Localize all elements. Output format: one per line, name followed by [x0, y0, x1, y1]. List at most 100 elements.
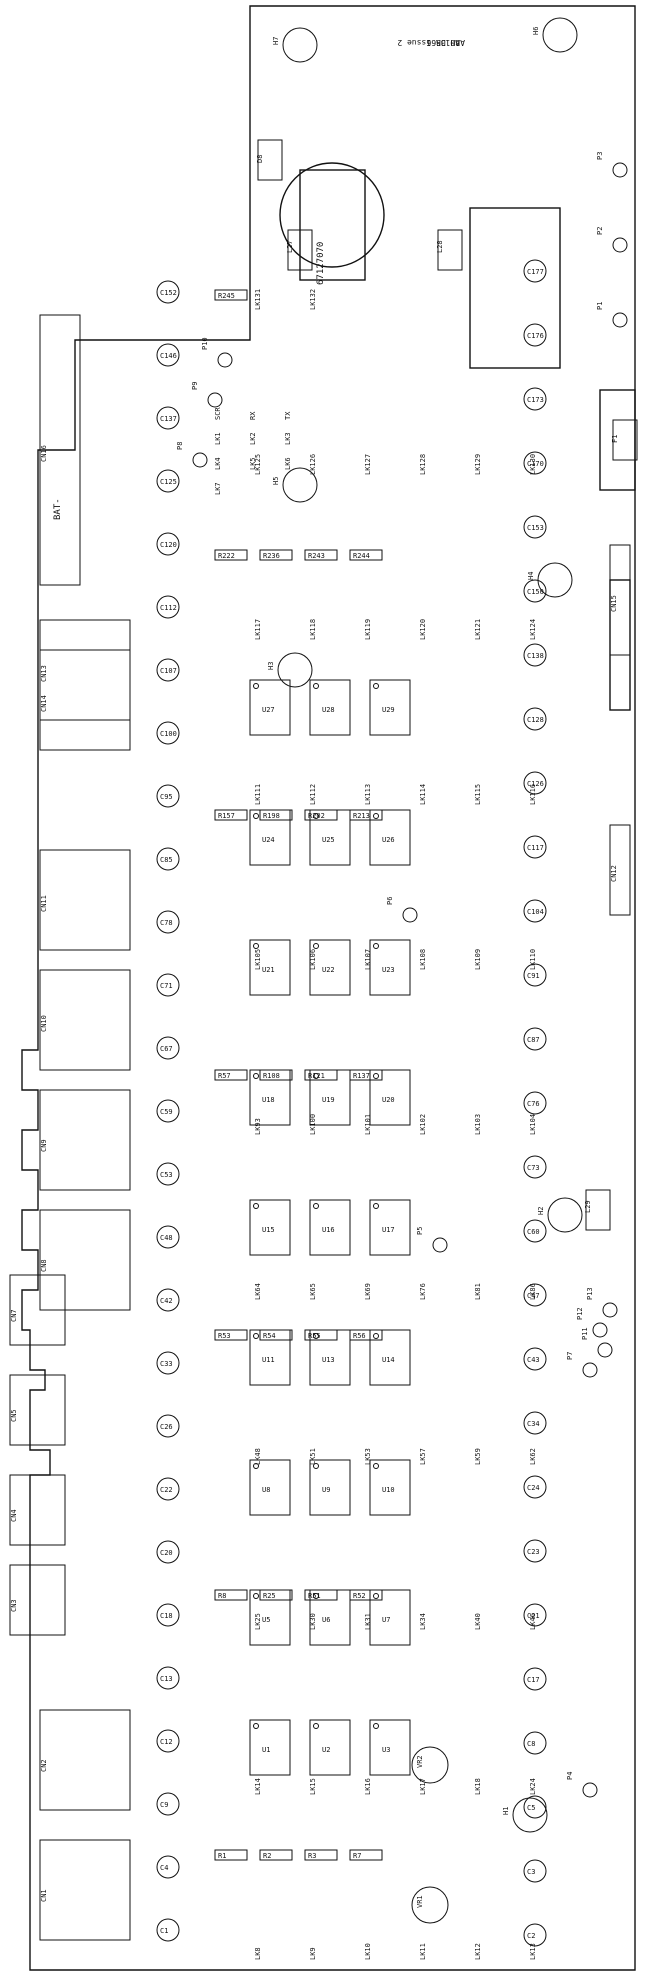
ic-outline — [309, 679, 351, 736]
link-label: LK59 — [474, 1448, 482, 1465]
capacitor-outline — [156, 658, 180, 682]
ic-pin1-marker — [373, 1593, 379, 1599]
resistor-outline — [304, 809, 338, 821]
capacitor-label: C138 — [527, 652, 544, 660]
mounting-hole-label: H3 — [267, 662, 275, 670]
relay-label: VR2 — [416, 1755, 424, 1768]
resistor-outline — [304, 1849, 338, 1861]
connector-label: CN9 — [40, 1139, 48, 1152]
capacitor-outline — [523, 1155, 547, 1179]
ic-outline — [309, 939, 351, 996]
ic-pin1-marker — [253, 1333, 259, 1339]
capacitor-label: C26 — [160, 1423, 173, 1431]
link-label: LK127 — [364, 454, 372, 475]
relay-outline — [287, 229, 313, 271]
connector-outline — [39, 969, 131, 1071]
link-label: LK13 — [529, 1943, 537, 1960]
link-label: LK106 — [309, 949, 317, 970]
capacitor-label: C4 — [160, 1864, 168, 1872]
capacitor-label: C1 — [160, 1927, 168, 1935]
capacitor-outline — [523, 1539, 547, 1563]
capacitor-outline — [156, 406, 180, 430]
link-label: LK129 — [474, 454, 482, 475]
relay-label: D8 — [256, 155, 264, 163]
capacitor-outline — [156, 280, 180, 304]
ic-label: U11 — [262, 1356, 275, 1364]
mounting-hole — [282, 27, 318, 63]
capacitor-label: C126 — [527, 780, 544, 788]
link-label: LK51 — [309, 1448, 317, 1465]
capacitor-label: C176 — [527, 332, 544, 340]
side-label: LK3 — [284, 432, 292, 445]
link-label: LK24 — [529, 1778, 537, 1795]
board-title-text: ABH DR66 — [426, 38, 465, 47]
capacitor-label: C85 — [160, 856, 173, 864]
link-label: LK65 — [309, 1283, 317, 1300]
capacitor-label: C5 — [527, 1804, 535, 1812]
ic-pin1-marker — [313, 1073, 319, 1079]
connector-label: CN7 — [10, 1309, 18, 1322]
ic-label: U8 — [262, 1486, 270, 1494]
capacitor-label: C2 — [527, 1932, 535, 1940]
capacitor-outline — [523, 1923, 547, 1947]
resistor-outline — [304, 1069, 338, 1081]
capacitor-label: C78 — [160, 919, 173, 927]
mounting-hole-label: H1 — [502, 1807, 510, 1815]
link-label: LK86 — [529, 1283, 537, 1300]
capacitor-outline — [156, 1540, 180, 1564]
ic-outline — [369, 1329, 411, 1386]
ic-label: U25 — [322, 836, 335, 844]
link-label: LK116 — [529, 784, 537, 805]
link-label: LK105 — [254, 949, 262, 970]
link-label: LK40 — [474, 1613, 482, 1630]
relay-label: L28 — [436, 240, 444, 253]
side-label: LK1 — [214, 432, 222, 445]
ic-label: U7 — [382, 1616, 390, 1624]
relay-outline — [612, 419, 638, 461]
resistor-outline — [214, 1589, 248, 1601]
resistor-label: R55 — [308, 1332, 321, 1340]
capacitor-label: C87 — [527, 1036, 540, 1044]
capacitor-outline — [523, 1411, 547, 1435]
resistor-label: R1 — [218, 1852, 226, 1860]
link-label: LK113 — [364, 784, 372, 805]
resistor-outline — [259, 1589, 293, 1601]
link-label: LK8 — [254, 1947, 262, 1960]
connector-label: CN10 — [40, 1015, 48, 1032]
capacitor-outline — [523, 1091, 547, 1115]
ic-pin1-marker — [313, 1723, 319, 1729]
test-point-label: P12 — [576, 1307, 584, 1320]
capacitor-label: C73 — [527, 1164, 540, 1172]
capacitor-outline — [156, 1225, 180, 1249]
resistor-outline — [214, 1329, 248, 1341]
resistor-outline — [214, 549, 248, 561]
potentiometer — [411, 1746, 449, 1784]
capacitor-label: C47 — [527, 1292, 540, 1300]
capacitor-label: C3 — [527, 1868, 535, 1876]
edge-label: BAT- — [53, 498, 63, 520]
capacitor-label: C34 — [527, 1420, 540, 1428]
mounting-hole — [282, 467, 318, 503]
component-layer — [9, 17, 638, 1947]
board-id-text: A0135 Issue 2 — [397, 38, 460, 47]
connector-outline — [9, 1474, 66, 1546]
capacitor-outline — [523, 1731, 547, 1755]
link-label: LK128 — [419, 454, 427, 475]
link-label: LK125 — [254, 454, 262, 475]
connector-outline — [39, 1209, 131, 1311]
resistor-label: R25 — [263, 1592, 276, 1600]
ic-label: U16 — [322, 1226, 335, 1234]
board-outline — [21, 5, 636, 1971]
link-label: LK108 — [419, 949, 427, 970]
ic-pin1-marker — [253, 1593, 259, 1599]
link-label: LK25 — [254, 1613, 262, 1630]
link-label: LK115 — [474, 784, 482, 805]
ic-label: U9 — [322, 1486, 330, 1494]
capacitor-outline — [523, 451, 547, 475]
capacitor-label: C23 — [527, 1548, 540, 1556]
resistor-label: R7 — [353, 1852, 361, 1860]
ic-outline — [309, 1199, 351, 1256]
capacitor-label: C173 — [527, 396, 544, 404]
link-label: LK104 — [529, 1114, 537, 1135]
capacitor-label: C150 — [527, 588, 544, 596]
